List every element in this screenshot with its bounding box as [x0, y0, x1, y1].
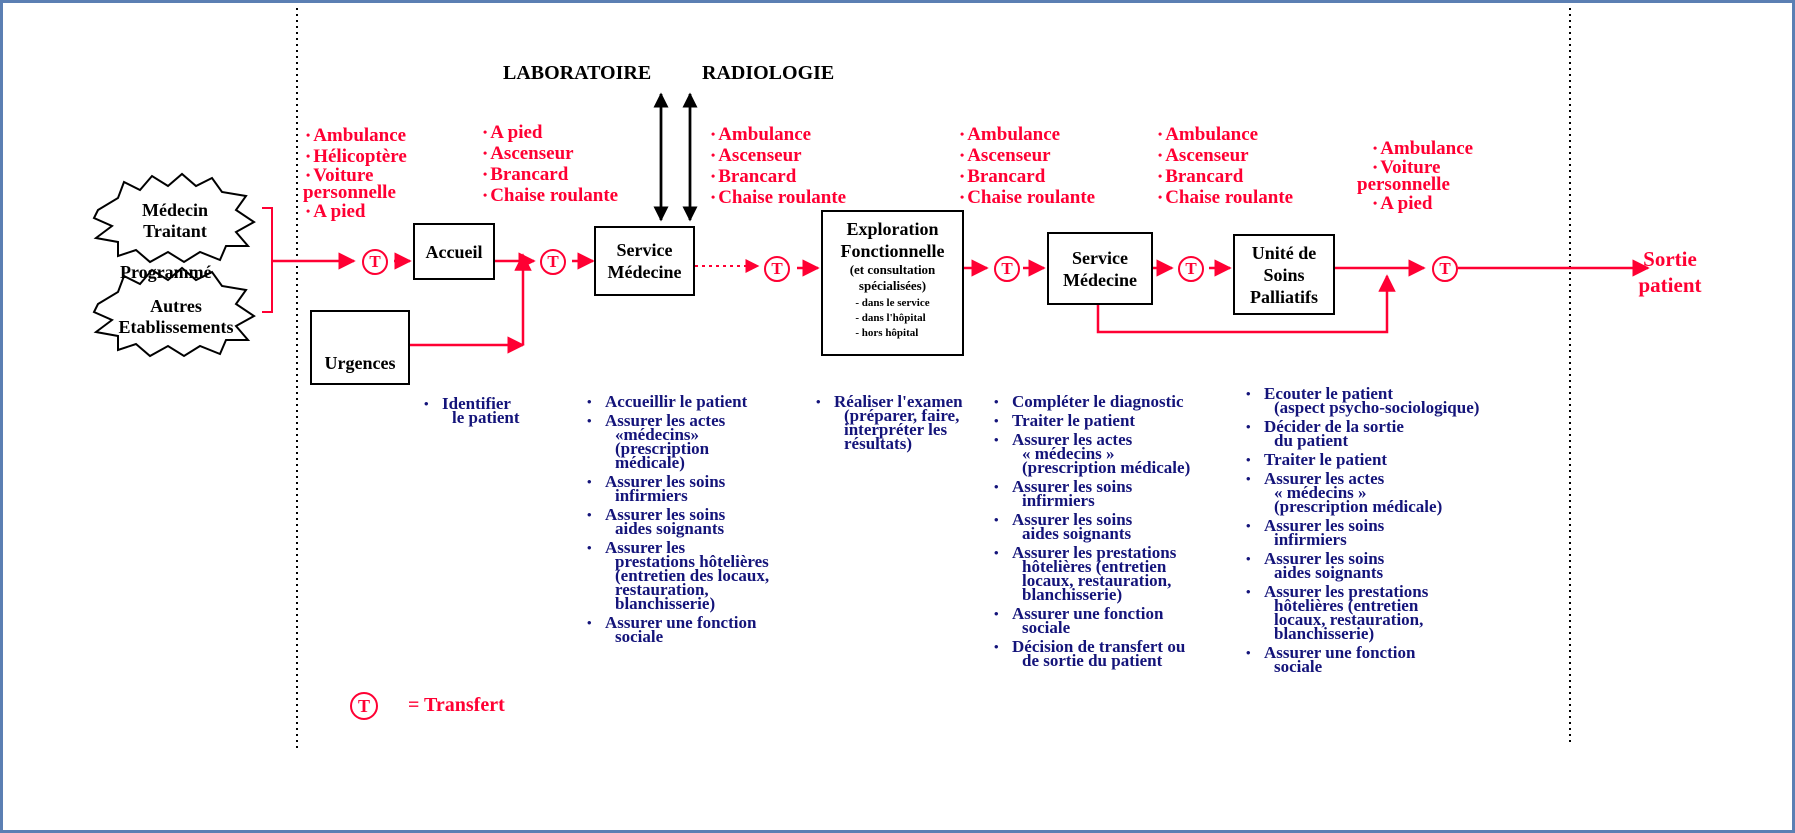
- task-item: Traiter le patient: [994, 412, 1244, 429]
- modes-list-6: Ambulance Voiture personnelle A pied: [1357, 138, 1473, 214]
- transfer-icon: T: [1178, 256, 1204, 282]
- exploration-box: Exploration Fonctionnelle (et consultati…: [821, 210, 964, 356]
- transfer-icon: T: [1432, 256, 1458, 282]
- task-item: Assurer les actes«médecins»(prescription…: [587, 412, 817, 471]
- radiologie-label: RADIOLOGIE: [702, 62, 835, 84]
- legend-transfer-icon: T: [350, 692, 378, 720]
- task-item: Compléter le diagnostic: [994, 393, 1244, 410]
- modes-list-3: AmbulanceAscenseurBrancardChaise roulant…: [711, 124, 846, 208]
- tasks-exploration: Réaliser l'examen(préparer, faire,interp…: [816, 393, 996, 456]
- accueil-box: Accueil: [413, 223, 495, 280]
- starburst-medecin: [92, 172, 256, 264]
- legend-label: = Transfert: [408, 694, 505, 716]
- transfer-icon: T: [994, 256, 1020, 282]
- modes-list-4: AmbulanceAscenseurBrancardChaise roulant…: [960, 124, 1095, 208]
- starburst-autres: [92, 266, 256, 358]
- transfer-icon: T: [540, 249, 566, 275]
- transfer-icon: T: [362, 249, 388, 275]
- urgences-box: Urgences: [310, 310, 410, 385]
- tasks-service-medecine-2: Compléter le diagnosticTraiter le patien…: [994, 393, 1244, 673]
- task-item: Assurer les actes« médecins »(prescripti…: [1246, 470, 1546, 515]
- modes-list-2: A piedAscenseurBrancardChaise roulante: [483, 122, 618, 206]
- programme-label: Programmé: [120, 262, 212, 282]
- task-item: Assurer les actes« médecins »(prescripti…: [994, 431, 1244, 476]
- tasks-service-medecine-1: Accueillir le patientAssurer les actes«m…: [587, 393, 817, 649]
- modes-list-5: AmbulanceAscenseurBrancardChaise roulant…: [1158, 124, 1293, 208]
- tasks-usp: Ecouter le patient(aspect psycho-sociolo…: [1246, 385, 1546, 679]
- task-item: Réaliser l'examen(préparer, faire,interp…: [816, 393, 996, 452]
- task-item: Accueillir le patient: [587, 393, 817, 410]
- laboratoire-label: LABORATOIRE: [503, 62, 652, 84]
- modes-list-1: AmbulanceHélicoptère Voiture personnelle…: [303, 125, 407, 222]
- task-item: Ecouter le patient(aspect psycho-sociolo…: [1246, 385, 1546, 416]
- task-item: Traiter le patient: [1246, 451, 1546, 468]
- transfer-icon: T: [764, 256, 790, 282]
